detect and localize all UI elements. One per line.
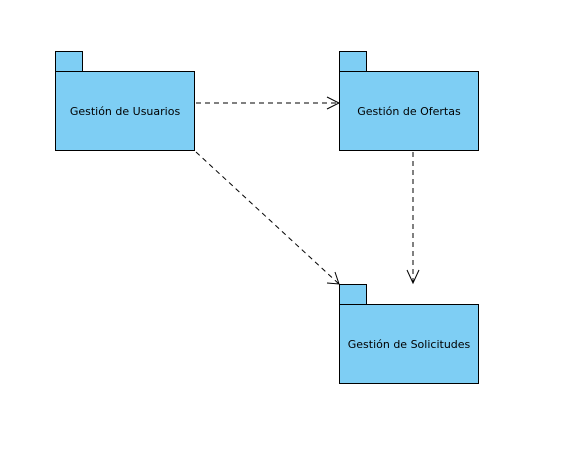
package-solicitudes-label: Gestión de Solicitudes [348,338,471,351]
dependency-usuarios-solicitudes-line [195,151,340,285]
package-usuarios[interactable]: Gestión de Usuarios [55,51,195,151]
package-solicitudes-tab [339,284,367,305]
package-ofertas[interactable]: Gestión de Ofertas [339,51,479,151]
package-solicitudes[interactable]: Gestión de Solicitudes [339,284,479,384]
arrowhead-icon [326,96,341,110]
dependency-ofertas-solicitudes[interactable] [406,152,420,285]
package-usuarios-tab [55,51,83,72]
arrowhead-icon [326,271,340,285]
dependency-usuarios-ofertas[interactable] [196,96,341,110]
package-usuarios-label: Gestión de Usuarios [70,105,181,118]
package-ofertas-body [339,71,479,151]
package-ofertas-label: Gestión de Ofertas [357,105,461,118]
arrowhead-icon [406,269,420,285]
package-usuarios-body [55,71,195,151]
package-solicitudes-body [339,304,479,384]
package-ofertas-tab [339,51,367,72]
dependency-usuarios-solicitudes[interactable] [195,151,340,285]
